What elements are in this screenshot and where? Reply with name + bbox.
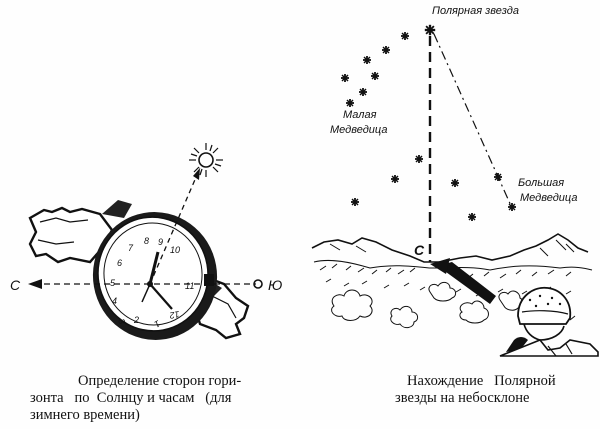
little-dipper-label-2: Медведица bbox=[330, 124, 387, 136]
watch-figure: 12 11 10 9 8 7 6 5 4 3 2 1 bbox=[10, 143, 282, 340]
caption-polaris: Нахождение Полярной звезды на небосклоне bbox=[395, 373, 585, 407]
polaris-star bbox=[423, 23, 437, 37]
watch-numeral-4: 4 bbox=[112, 296, 117, 306]
caption-line: Определение сторон гори- bbox=[78, 373, 242, 389]
watch-minute-hand bbox=[149, 283, 173, 310]
mountain-horizon bbox=[311, 233, 589, 263]
watch-numeral-7: 7 bbox=[128, 243, 134, 253]
soldier-icon bbox=[499, 286, 599, 357]
east-marker bbox=[253, 279, 263, 289]
watch-numeral-8: 8 bbox=[144, 236, 149, 246]
watch-numeral-10: 10 bbox=[170, 245, 180, 255]
east-label: Ю bbox=[268, 277, 282, 293]
polaris-label: Полярная звезда bbox=[432, 5, 519, 17]
pointer-line bbox=[433, 33, 513, 209]
big-dipper-stars bbox=[350, 154, 517, 222]
watch-numeral-1: 1 bbox=[153, 318, 162, 329]
direction-arrow bbox=[430, 258, 496, 304]
big-dipper-label-2: Медведица bbox=[520, 192, 577, 204]
little-dipper-label-1: Малая bbox=[343, 109, 377, 121]
polaris-figure: Полярная звезда Малая Медведица bbox=[311, 5, 599, 357]
west-arrowhead bbox=[28, 279, 42, 289]
sun-icon bbox=[189, 143, 223, 177]
watch-numeral-11: 11 bbox=[185, 281, 194, 291]
caption-line: Нахождение Полярной bbox=[407, 373, 556, 389]
watch-numeral-12: 12 bbox=[169, 309, 181, 321]
caption-line: зимнего времени) bbox=[30, 407, 140, 423]
watch-numeral-3: 3 bbox=[116, 317, 127, 325]
watch-numeral-9: 9 bbox=[158, 237, 163, 247]
north-label: С bbox=[414, 242, 425, 258]
caption-line: зонта по Солнцу и часам (для bbox=[30, 390, 232, 406]
caption-line: звезды на небосклоне bbox=[395, 390, 530, 406]
watch-numeral-2: 2 bbox=[133, 315, 139, 325]
little-dipper-stars bbox=[340, 31, 410, 108]
west-label: С bbox=[10, 277, 21, 293]
caption-sun-watch: Определение сторон гори- зонта по Солнцу… bbox=[30, 373, 300, 424]
watch-numeral-5: 5 bbox=[110, 278, 116, 288]
watch-hour-hand bbox=[148, 251, 160, 285]
watch-numeral-6: 6 bbox=[117, 258, 122, 268]
big-dipper-label-1: Большая bbox=[518, 177, 564, 189]
sun-direction-line bbox=[149, 167, 201, 285]
